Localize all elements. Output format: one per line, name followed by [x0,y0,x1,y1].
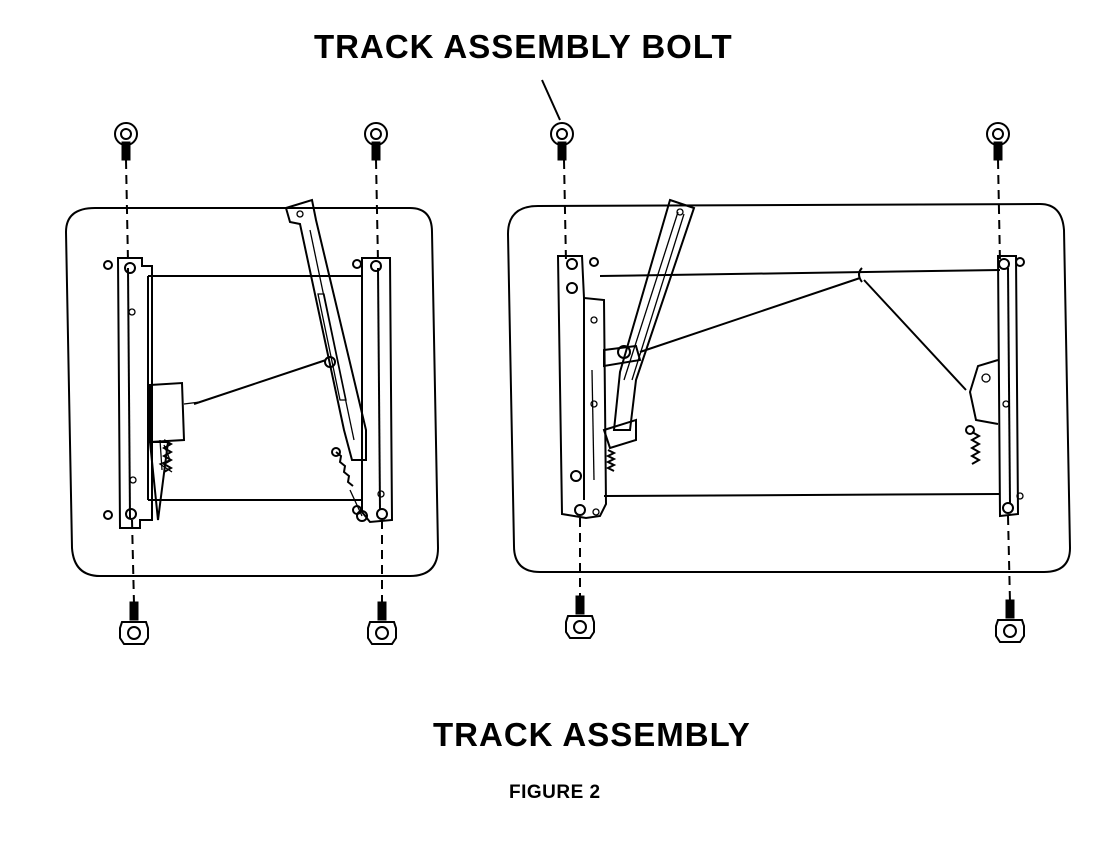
figure-caption: FIGURE 2 [509,782,601,803]
hex-bolt-icon [364,122,388,161]
hex-bolt-icon [995,599,1025,643]
left-bolt-lines [125,159,383,605]
right-spring [605,425,982,472]
hex-bolt-icon [550,122,574,161]
right-frame-lines [599,269,1001,497]
hex-bolt-icon [565,595,595,639]
figure-title: TRACK ASSEMBLY [433,716,751,753]
left-cable [193,359,327,405]
callout-leader-line [541,79,561,121]
right-track-rail-left [556,255,608,520]
right-cable [639,267,967,391]
left-track-rail-left [103,257,201,529]
hex-bolt-icon [986,122,1010,161]
right-bolt-lines [563,159,1011,603]
left-spring [161,439,368,522]
right-track-rail-right [968,255,1025,518]
hex-bolt-icon [114,122,138,161]
left-release-lever [284,198,367,461]
hex-bolt-icon [367,601,397,645]
left-frame-lines [147,275,362,501]
right-release-lever [602,198,696,450]
right-seat-panel [506,202,1072,573]
left-track-rail-right [352,257,394,524]
bolt-callout-label: TRACK ASSEMBLY BOLT [314,28,733,65]
left-seat-panel [64,207,440,577]
hex-bolt-icon [119,601,149,645]
